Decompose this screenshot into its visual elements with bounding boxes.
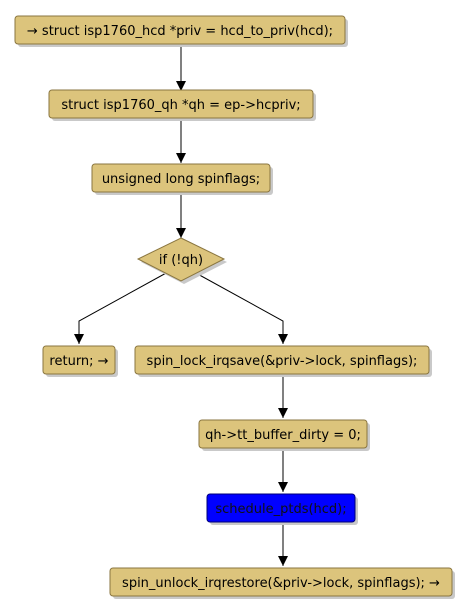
node-spinflags-declaration: unsigned long spinflags; bbox=[91, 163, 273, 195]
nodes-layer: → struct isp1760_hcd *priv = hcd_to_priv… bbox=[14, 15, 455, 599]
node-schedule-ptds: schedule_ptds(hcd); bbox=[206, 493, 358, 525]
node-return-label: return; → bbox=[49, 354, 108, 369]
edge-n4-n6-arrowhead bbox=[278, 334, 288, 344]
edge-n6-n7-arrowhead bbox=[278, 408, 288, 418]
node-schedule-ptds-label: schedule_ptds(hcd); bbox=[215, 502, 346, 517]
edge-n4-n5-arrowhead bbox=[74, 334, 84, 344]
edge-n8-n9-arrowhead bbox=[278, 556, 288, 566]
node-tt-buffer-dirty-label: qh->tt_buffer_dirty = 0; bbox=[205, 428, 361, 443]
node-if-not-qh-decision: if (!qh) bbox=[136, 237, 227, 284]
node-tt-buffer-dirty: qh->tt_buffer_dirty = 0; bbox=[198, 419, 370, 451]
edge-n7-n8-arrowhead bbox=[278, 482, 288, 492]
node-priv-assignment-label: → struct isp1760_hcd *priv = hcd_to_priv… bbox=[27, 24, 333, 39]
node-spin-lock: spin_lock_irqsave(&priv->lock, spinflags… bbox=[134, 345, 432, 377]
edge-n1-n2-arrowhead bbox=[176, 81, 186, 91]
node-priv-assignment: → struct isp1760_hcd *priv = hcd_to_priv… bbox=[14, 15, 348, 47]
edge-n3-n4-arrowhead bbox=[176, 228, 186, 238]
node-qh-assignment-label: struct isp1760_qh *qh = ep->hcpriv; bbox=[61, 98, 300, 113]
edge-n2-n3-arrowhead bbox=[176, 153, 186, 163]
node-return: return; → bbox=[42, 345, 118, 377]
node-spinflags-declaration-label: unsigned long spinflags; bbox=[102, 172, 260, 187]
node-spin-lock-label: spin_lock_irqsave(&priv->lock, spinflags… bbox=[147, 354, 418, 369]
node-spin-unlock: spin_unlock_irqrestore(&priv->lock, spin… bbox=[109, 567, 455, 599]
edge-n4-n5 bbox=[78, 271, 169, 344]
node-spin-unlock-label: spin_unlock_irqrestore(&priv->lock, spin… bbox=[122, 576, 440, 591]
edge-n4-n6 bbox=[193, 271, 284, 344]
node-qh-assignment: struct isp1760_qh *qh = ep->hcpriv; bbox=[48, 89, 316, 121]
edges-layer bbox=[74, 45, 288, 566]
node-if-not-qh-label: if (!qh) bbox=[159, 253, 203, 268]
